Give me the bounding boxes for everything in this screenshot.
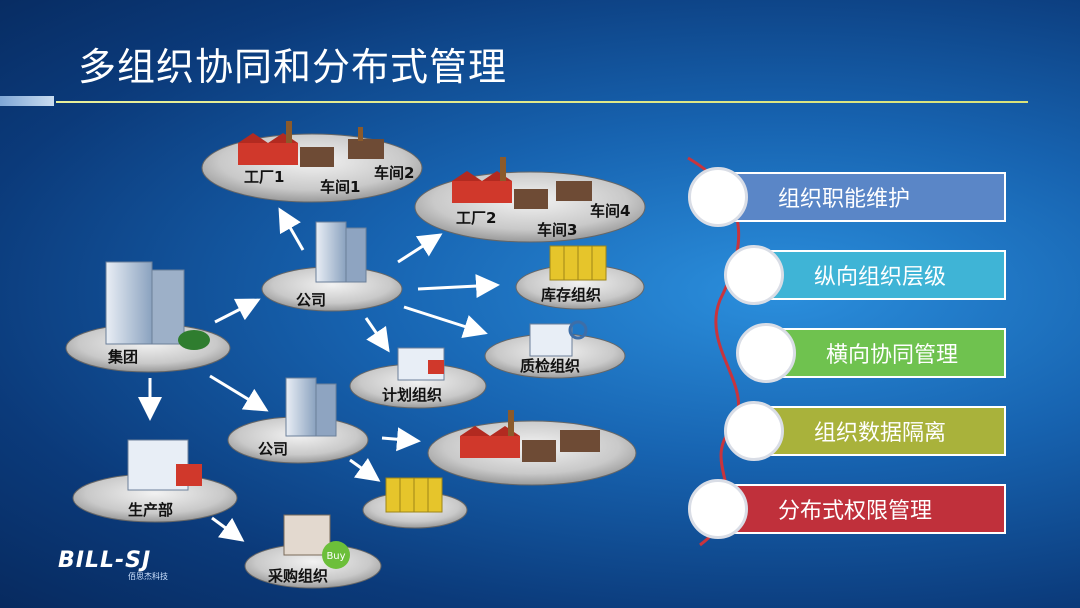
function-bullet: [736, 323, 796, 383]
label-workshop3: 车间3: [537, 219, 577, 240]
company-logo: BILL-SJ 佰思杰科技: [58, 548, 168, 582]
label-quality: 质检组织: [520, 355, 580, 376]
label-group: 集团: [108, 346, 138, 367]
label-company2: 公司: [258, 438, 288, 459]
function-bullet: [724, 401, 784, 461]
label-production: 生产部: [128, 499, 173, 520]
arrow-company1-factory2: [398, 235, 440, 262]
function-item-vertical-hierarchy: 纵向组织层级: [752, 250, 1006, 300]
arrow-company1-inventory: [418, 285, 497, 289]
function-bullet: [688, 479, 748, 539]
label-purchase: 采购组织: [268, 565, 328, 586]
arrow-production-purchase: [212, 518, 242, 540]
label-workshop2: 车间2: [374, 162, 414, 183]
warehouse-icon: [550, 246, 606, 280]
function-item-distributed-permissions: 分布式权限管理: [716, 484, 1006, 534]
arrow-group-company2: [210, 376, 266, 410]
label-company1: 公司: [296, 289, 326, 310]
arrow-company1-quality: [404, 307, 485, 333]
label-workshop1: 车间1: [320, 176, 360, 197]
arrow-company1-plan: [366, 318, 388, 350]
arrow-group-company1: [215, 300, 258, 322]
company-building-icon: [286, 378, 336, 436]
arrow-company2-factory3: [382, 438, 418, 441]
group-building-icon: [106, 262, 210, 350]
label-inventory: 库存组织: [541, 284, 601, 305]
warehouse-icon: [386, 478, 442, 512]
plan-building-icon: [398, 348, 444, 380]
function-item-data-isolation: 组织数据隔离: [752, 406, 1006, 456]
arrow-company2-warehouse2: [350, 460, 378, 480]
arrow-company1-factory1: [280, 210, 303, 250]
function-item-org-maintenance: 组织职能维护: [716, 172, 1006, 222]
company-building-icon: [316, 222, 366, 282]
buy-badge: Buy: [326, 551, 345, 562]
production-building-icon: [128, 440, 202, 490]
label-workshop4: 车间4: [590, 200, 630, 221]
logo-subtitle: 佰思杰科技: [128, 571, 168, 582]
label-factory1: 工厂1: [244, 166, 284, 187]
logo-name: BILL-SJ: [58, 548, 168, 573]
label-plan: 计划组织: [382, 384, 442, 405]
function-bullet: [724, 245, 784, 305]
function-bullet: [688, 167, 748, 227]
label-factory2: 工厂2: [456, 207, 496, 228]
function-label: 分布式权限管理: [718, 493, 932, 525]
function-item-horizontal-collaboration: 横向协同管理: [764, 328, 1006, 378]
